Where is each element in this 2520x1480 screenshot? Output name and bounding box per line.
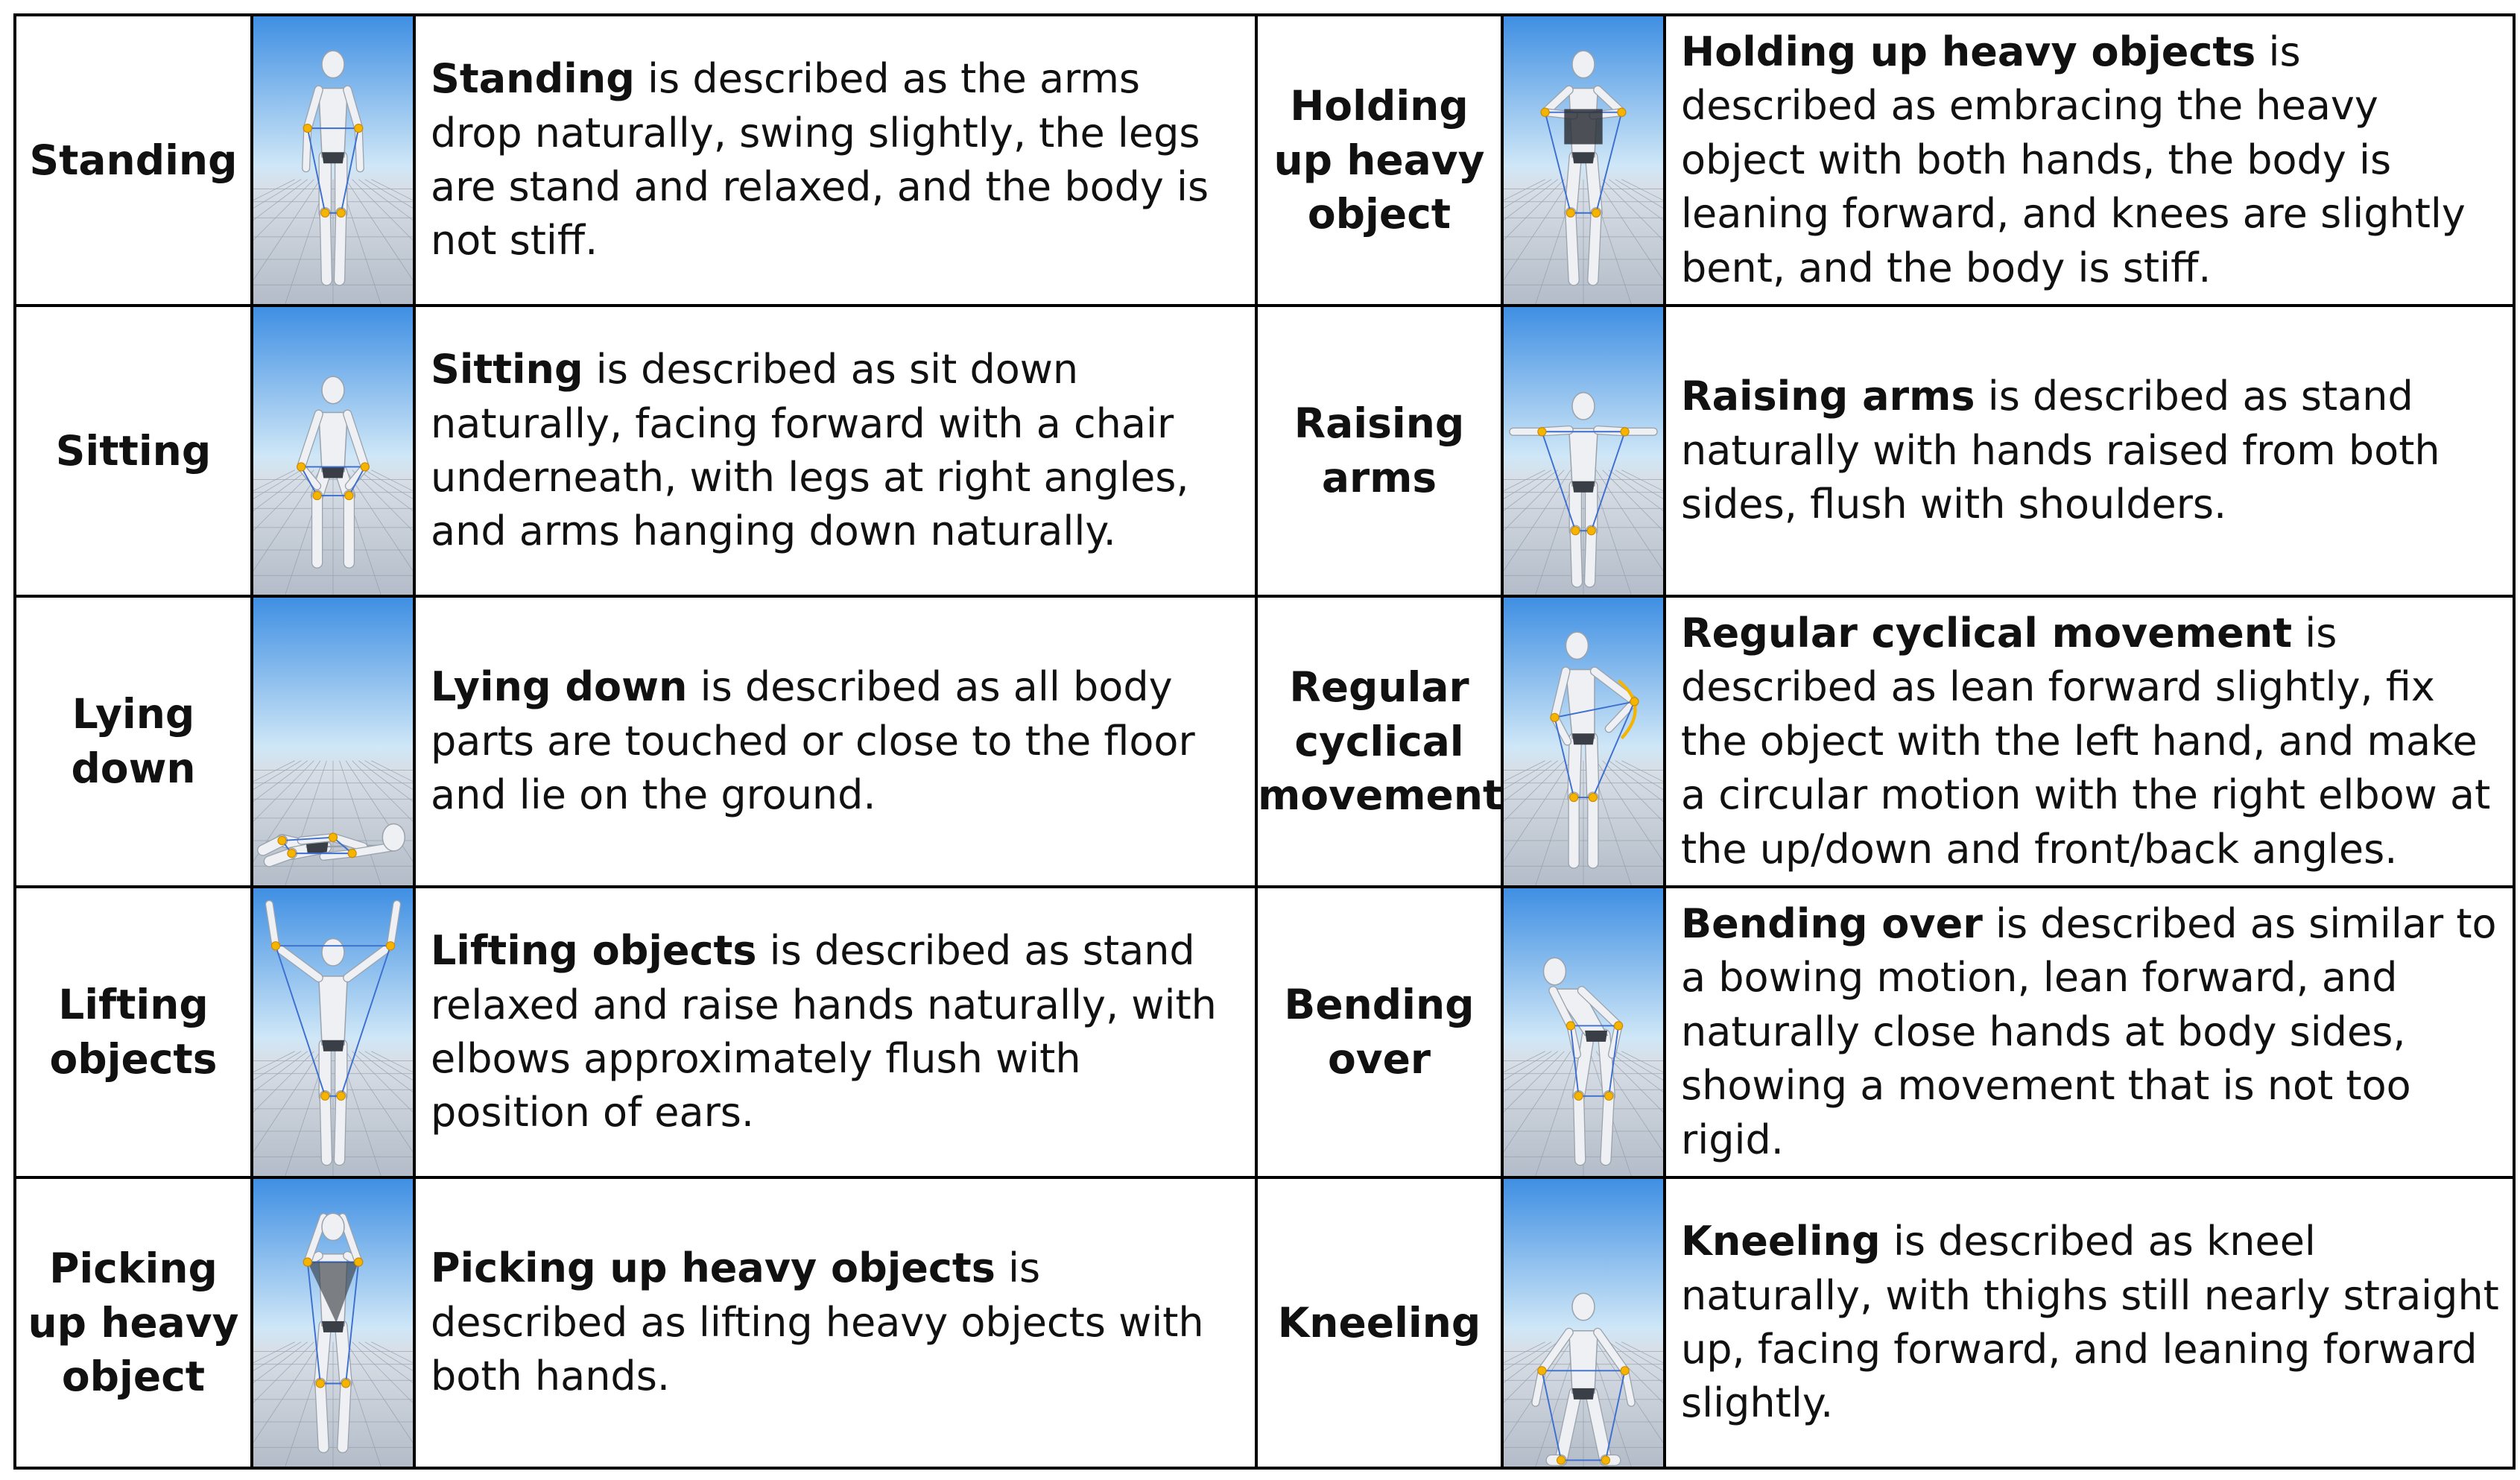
posture-description-text: is described as lean forward slightly, f… <box>1681 610 2491 873</box>
posture-name: Lying down <box>13 595 253 888</box>
posture-term: Raising arms <box>1681 373 1975 420</box>
posture-name: Holding up heavy object <box>1255 13 1504 307</box>
table-row: Picking up heavy object Picking up heavy … <box>13 1176 2516 1470</box>
posture-description: Lifting objects is described as stand re… <box>413 885 1258 1179</box>
posture-name: Lifting objects <box>13 885 253 1179</box>
posture-description-text: is described as embracing the heavy obje… <box>1681 28 2466 291</box>
posture-description: Holding up heavy objects is described as… <box>1663 13 2516 307</box>
posture-name: Regular cyclical movement <box>1255 595 1504 888</box>
posture-term: Lifting objects <box>431 927 757 975</box>
posture-name: Standing <box>13 13 253 307</box>
pose-figure <box>253 1179 413 1467</box>
pose-illustration <box>1501 1176 1666 1470</box>
posture-name: Sitting <box>13 304 253 598</box>
posture-term: Regular cyclical movement <box>1681 610 2293 657</box>
posture-description-text: is described as lifting heavy objects wi… <box>431 1245 1204 1400</box>
posture-description-text: is described as the arms drop naturally,… <box>431 55 1209 265</box>
pose-illustration <box>250 304 416 598</box>
posture-name: Kneeling <box>1255 1176 1504 1470</box>
pose-figure <box>1504 16 1663 304</box>
posture-description: Standing is described as the arms drop n… <box>413 13 1258 307</box>
posture-description-text: is described as sit down naturally, faci… <box>431 346 1189 555</box>
pose-illustration <box>1501 595 1666 888</box>
posture-description: Regular cyclical movement is described a… <box>1663 595 2516 888</box>
pose-illustration <box>250 885 416 1179</box>
posture-description: Kneeling is described as kneel naturally… <box>1663 1176 2516 1470</box>
pose-figure <box>253 16 413 304</box>
posture-term: Bending over <box>1681 900 1983 948</box>
posture-name: Raising arms <box>1255 304 1504 598</box>
posture-term: Picking up heavy objects <box>431 1245 995 1292</box>
pose-illustration <box>1501 885 1666 1179</box>
posture-description: Raising arms is described as stand natur… <box>1663 304 2516 598</box>
posture-description-text: is described as stand relaxed and raise … <box>431 927 1217 1136</box>
posture-description-text: is described as similar to a bowing moti… <box>1681 900 2497 1163</box>
pose-figure <box>1504 888 1663 1176</box>
pose-figure <box>1504 307 1663 595</box>
posture-description: Lying down is described as all body part… <box>413 595 1258 888</box>
pose-illustration <box>250 13 416 307</box>
pose-illustration <box>1501 304 1666 598</box>
posture-description-text: is described as stand naturally with han… <box>1681 373 2440 528</box>
pose-figure <box>1504 598 1663 885</box>
posture-name: Picking up heavy object <box>13 1176 253 1470</box>
posture-name: Bending over <box>1255 885 1504 1179</box>
posture-description-text: is described as kneel naturally, with th… <box>1681 1218 2499 1427</box>
pose-illustration <box>1501 13 1666 307</box>
posture-term: Holding up heavy objects <box>1681 28 2256 76</box>
posture-description: Sitting is described as sit down natural… <box>413 304 1258 598</box>
posture-description: Bending over is described as similar to … <box>1663 885 2516 1179</box>
pose-figure <box>253 307 413 595</box>
pose-figure <box>253 598 413 885</box>
pose-illustration <box>250 595 416 888</box>
posture-description-text: is described as all body parts are touch… <box>431 663 1195 819</box>
pose-figure <box>1504 1179 1663 1467</box>
pose-illustration <box>250 1176 416 1470</box>
posture-term: Lying down <box>431 663 688 711</box>
posture-term: Sitting <box>431 346 583 393</box>
posture-term: Kneeling <box>1681 1218 1881 1265</box>
pose-figure <box>253 888 413 1176</box>
posture-term: Standing <box>431 55 635 103</box>
posture-description: Picking up heavy objects is described as… <box>413 1176 1258 1470</box>
